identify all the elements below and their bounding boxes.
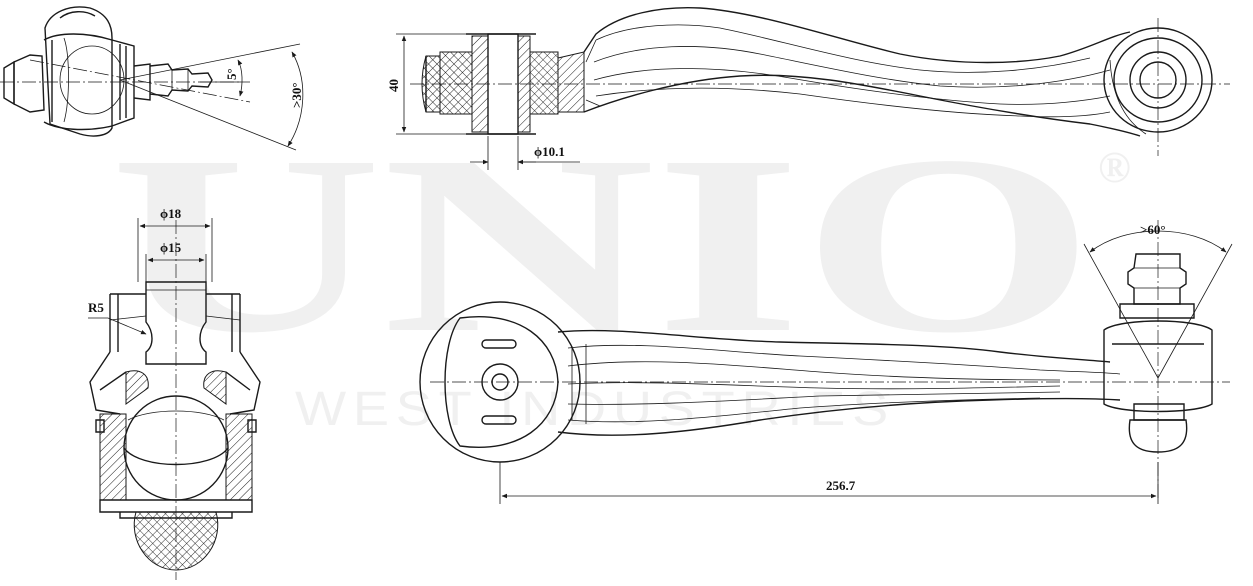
end-view: 5° >30° <box>0 6 304 151</box>
bore-diameter-label: ϕ10.1 <box>534 144 565 159</box>
watermark-registered-mark: ® <box>1098 143 1131 192</box>
ball-outer-diameter-label: ϕ18 <box>160 206 182 221</box>
radius-label: R5 <box>88 300 104 315</box>
ball-joint-section: ϕ18 ϕ15 R5 <box>88 206 261 580</box>
watermark-subtitle: WEST INDUSTRIES <box>295 383 895 436</box>
watermark: UNIO ® WEST INDUSTRIES <box>110 104 1131 436</box>
angle-30-label: >30° <box>289 82 304 108</box>
height-40-label: 40 <box>386 79 401 92</box>
watermark-brand: UNIO <box>110 104 1095 386</box>
ball-inner-diameter-label: ϕ15 <box>160 240 182 255</box>
angle-60-label: >60° <box>1140 222 1166 237</box>
plan-view: >60° 256.7 <box>419 220 1233 504</box>
length-label: 256.7 <box>826 478 856 493</box>
top-side-view: 40 ϕ10.1 <box>386 7 1230 170</box>
angle-5-label: 5° <box>224 68 239 80</box>
ball-cap <box>133 511 219 571</box>
